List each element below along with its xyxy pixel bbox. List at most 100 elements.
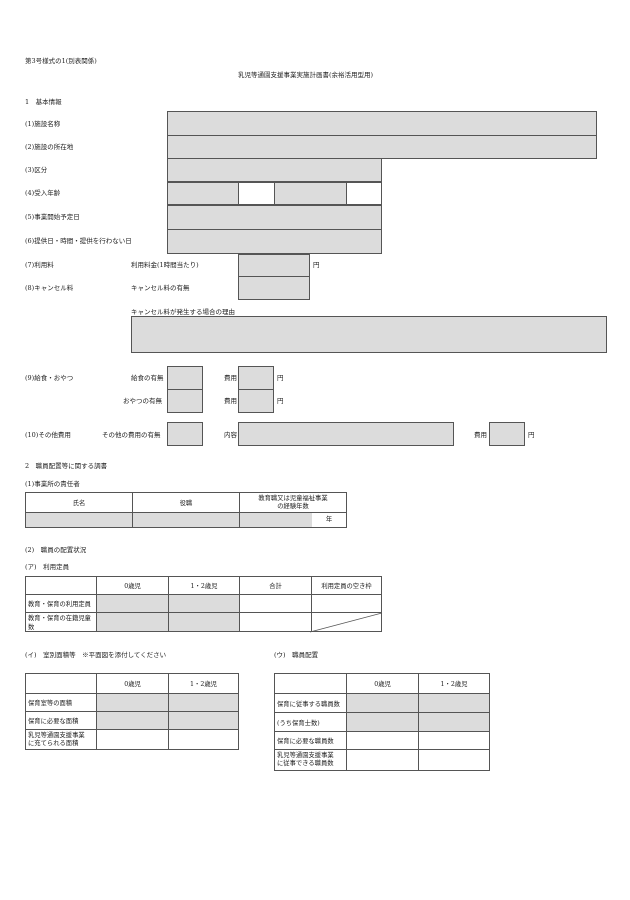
section1-heading: 1 基本情報 <box>25 98 62 106</box>
room-row-label: 乳児等通園支援事業 に充てられる面積 <box>25 729 97 750</box>
snack-presence-field[interactable] <box>167 389 203 413</box>
assign-row-label: 保育に従事する職員数 <box>274 693 347 713</box>
service-days-field[interactable] <box>167 229 382 254</box>
address-field[interactable] <box>167 135 597 159</box>
snack-cost-label: 費用 <box>224 397 237 405</box>
other-cost-content-label: 内容 <box>224 431 237 439</box>
other-cost-content-field[interactable] <box>238 422 454 446</box>
meal-cost-field[interactable] <box>238 366 274 390</box>
capacity-age0-header: 0歳児 <box>96 576 169 595</box>
age-from-field[interactable] <box>167 182 239 205</box>
section2-heading: 2 職員配置等に関する調書 <box>25 462 108 470</box>
assign-cell[interactable] <box>418 731 490 750</box>
age-to-field[interactable] <box>274 182 347 205</box>
other-cost-presence-field[interactable] <box>167 422 203 446</box>
other-cost-yen-unit: 円 <box>528 431 535 439</box>
fee-label: (7)利用料 <box>25 261 54 269</box>
assign-corner-cell <box>274 673 347 694</box>
assign-cell[interactable] <box>346 749 419 771</box>
age-from-unit-cell[interactable] <box>238 182 275 205</box>
manager-name-cell[interactable] <box>25 512 133 528</box>
fee-yen-unit: 円 <box>313 261 320 269</box>
capacity-table: 0歳児 1・2歳児 合計 利用定員の空き枠 教育・保育の利用定員 教育・保育の在… <box>25 576 382 632</box>
facility-name-label: (1)施設名称 <box>25 120 61 128</box>
room-table: 0歳児 1・2歳児 保育室等の面積 保育に必要な面積 乳児等通園支援事業 に充て… <box>25 673 239 750</box>
manager-heading: (1)事業所の責任者 <box>25 480 80 488</box>
cancel-fee-presence-field[interactable] <box>238 276 310 300</box>
room-cell[interactable] <box>96 693 169 712</box>
enrolled-cell[interactable] <box>168 612 240 632</box>
cancel-fee-presence-label: キャンセル料の有無 <box>131 284 190 292</box>
room-cell[interactable] <box>96 711 169 730</box>
capacity-age12-header: 1・2歳児 <box>168 576 240 595</box>
assign-row-label: 保育に必要な職員数 <box>274 731 347 750</box>
capacity-row-label: 教育・保育の利用定員 <box>25 594 97 613</box>
assign-cell[interactable] <box>418 749 490 771</box>
service-days-label: (6)提供日・時間・提供を行わない日 <box>25 237 132 245</box>
other-cost-amount-field[interactable] <box>489 422 525 446</box>
enrolled-cell[interactable] <box>96 612 169 632</box>
room-cell[interactable] <box>168 711 239 730</box>
assign-row-label: (うち保育士数) <box>274 712 347 732</box>
year-unit: 年 <box>325 516 333 523</box>
manager-name-header: 氏名 <box>25 492 133 513</box>
assign-cell[interactable] <box>418 712 490 732</box>
capacity-cell[interactable] <box>239 594 312 613</box>
other-cost-presence-label: その他の費用の有無 <box>102 431 161 439</box>
manager-experience-cell[interactable]: 年 <box>239 512 347 528</box>
snack-presence-label: おやつの有無 <box>123 397 162 405</box>
assign-cell[interactable] <box>346 731 419 750</box>
other-cost-label: (10)その他費用 <box>25 431 71 439</box>
assign-age0-header: 0歳児 <box>346 673 419 694</box>
fee-per-hour-field[interactable] <box>238 254 310 277</box>
snack-cost-field[interactable] <box>238 389 274 413</box>
document-title: 乳児等通園支援事業実施計画書(余裕活用型用) <box>238 71 374 79</box>
enrolled-cell[interactable] <box>239 612 312 632</box>
facility-name-field[interactable] <box>167 111 597 136</box>
room-cell[interactable] <box>168 693 239 712</box>
capacity-vacancy-header: 利用定員の空き枠 <box>311 576 382 595</box>
meal-presence-field[interactable] <box>167 366 203 390</box>
meal-yen-unit: 円 <box>277 374 284 382</box>
staff-heading: (2) 職員の配置状況 <box>25 546 87 554</box>
assign-cell[interactable] <box>346 693 419 713</box>
room-cell[interactable] <box>96 729 169 750</box>
manager-position-cell[interactable] <box>132 512 240 528</box>
capacity-cell[interactable] <box>168 594 240 613</box>
assign-heading: (ウ) 職員配置 <box>274 651 319 659</box>
assign-age12-header: 1・2歳児 <box>418 673 490 694</box>
room-age0-header: 0歳児 <box>96 673 169 694</box>
capacity-heading: (ア) 利用定員 <box>25 563 70 571</box>
age-label: (4)受入年齢 <box>25 189 61 197</box>
room-age12-header: 1・2歳児 <box>168 673 239 694</box>
address-label: (2)施設の所在地 <box>25 143 74 151</box>
diagonal-slash <box>309 612 383 633</box>
start-date-label: (5)事業開始予定日 <box>25 213 80 221</box>
assign-row-label: 乳児等通園支援事業 に従事できる職員数 <box>274 749 347 771</box>
snack-yen-unit: 円 <box>277 397 284 405</box>
cancel-fee-label: (8)キャンセル料 <box>25 284 74 292</box>
capacity-cell[interactable] <box>96 594 169 613</box>
room-row-label: 保育室等の面積 <box>25 693 97 712</box>
meal-label: (9)給食・おやつ <box>25 374 74 382</box>
meal-presence-label: 給食の有無 <box>131 374 164 382</box>
room-cell[interactable] <box>168 729 239 750</box>
form-number: 第3号様式の1(別表関係) <box>25 57 97 65</box>
capacity-cell[interactable] <box>311 594 382 613</box>
age-to-unit-cell[interactable] <box>346 182 382 205</box>
category-label: (3)区分 <box>25 166 48 174</box>
room-row-label: 保育に必要な面積 <box>25 711 97 730</box>
cancel-reason-field[interactable] <box>131 316 607 353</box>
start-date-field[interactable] <box>167 205 382 230</box>
enrolled-row-label: 教育・保育の在籍児童数 <box>25 612 97 632</box>
fee-per-hour-label: 利用料金(1時間当たり) <box>131 261 199 269</box>
room-heading: (イ) 室別面積等 ※平面図を添付してください <box>25 651 167 659</box>
manager-position-header: 役職 <box>132 492 240 513</box>
assign-cell[interactable] <box>346 712 419 732</box>
manager-experience-header: 教育職又は児童福祉事業 の経験年数 <box>239 492 347 513</box>
assign-cell[interactable] <box>418 693 490 713</box>
capacity-corner-cell <box>25 576 97 595</box>
cancel-reason-label: キャンセル料が発生する場合の理由 <box>131 308 235 316</box>
category-field[interactable] <box>167 158 382 182</box>
room-corner-cell <box>25 673 97 694</box>
